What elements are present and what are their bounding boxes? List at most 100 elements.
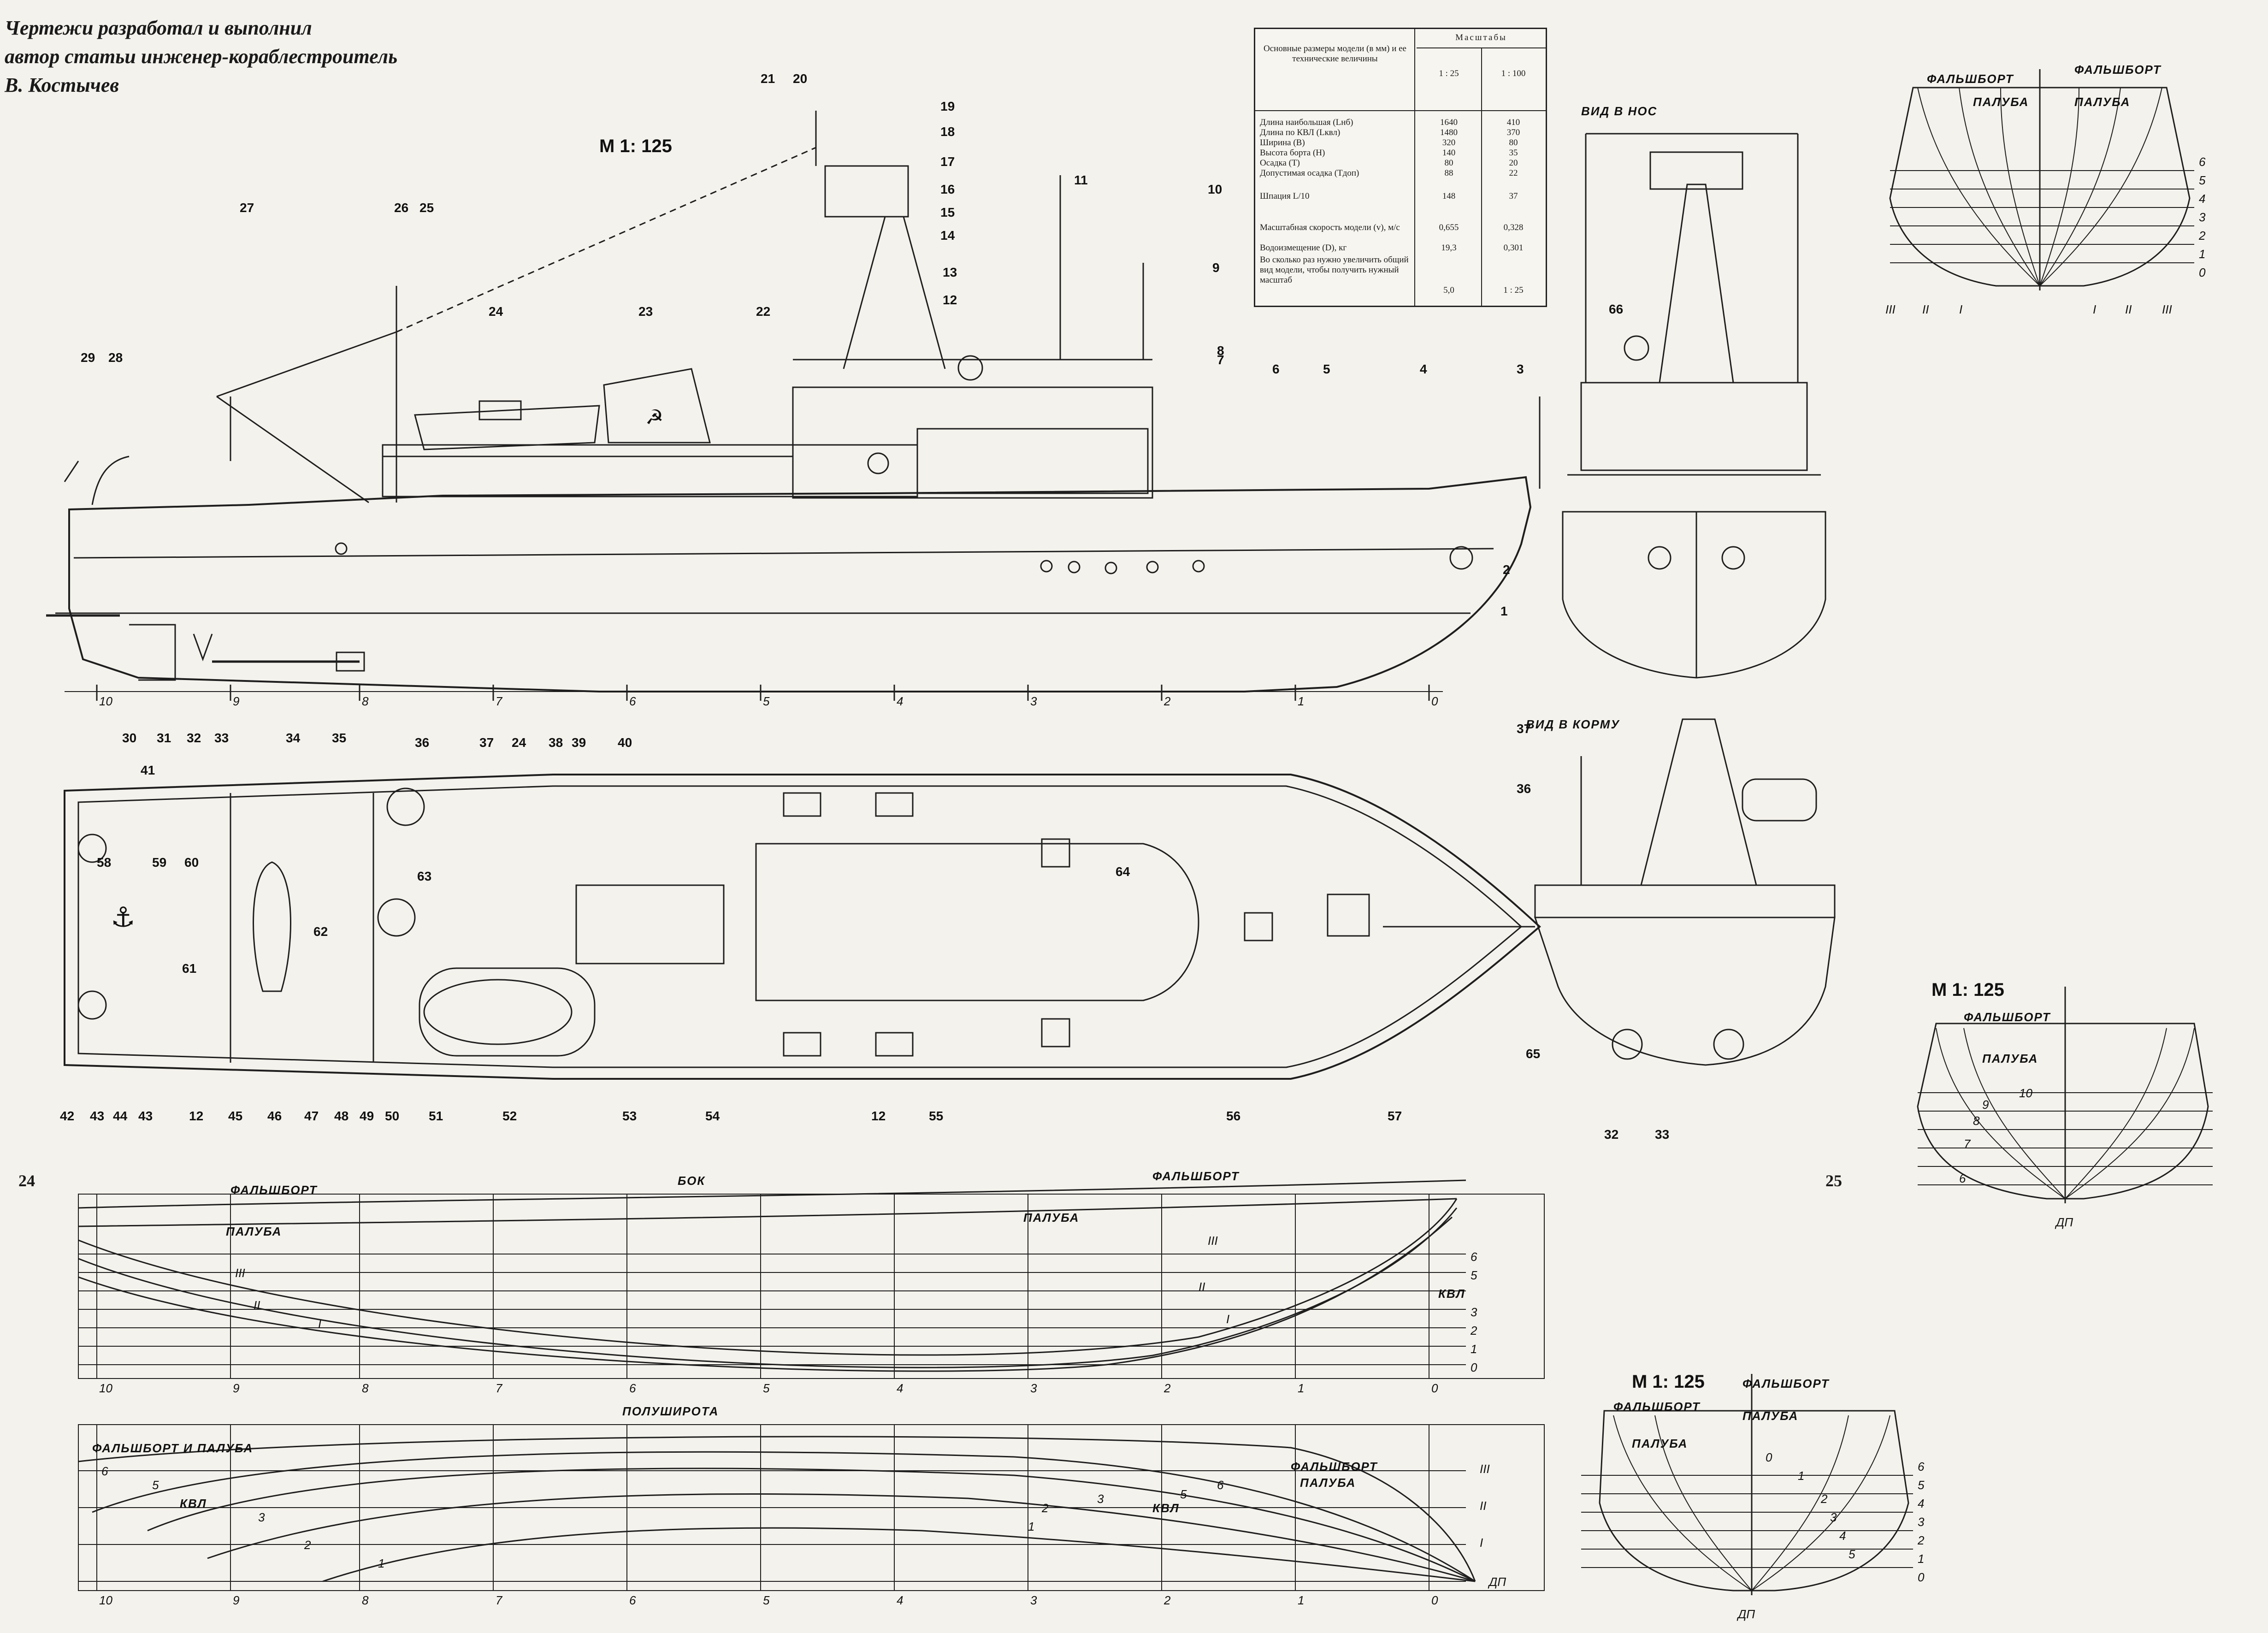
- svg-text:20: 20: [793, 71, 807, 86]
- svg-text:33: 33: [1655, 1127, 1669, 1142]
- svg-text:3: 3: [2199, 210, 2206, 224]
- antenna-wire: [396, 147, 816, 333]
- hammer-sickle-icon: ☭: [645, 406, 663, 429]
- bridge-house: [792, 386, 1153, 499]
- body-plan-bottom: М 1: 125 ФАЛЬШБОРТ ФАЛЬШБОРТ ПАЛУБА ПАЛУ…: [1581, 1372, 1925, 1621]
- svg-text:18: 18: [940, 124, 955, 139]
- svg-text:2: 2: [1503, 562, 1510, 577]
- svg-text:26: 26: [394, 201, 408, 215]
- waterline-labels: 01 23 45 6: [2198, 155, 2206, 279]
- lines-side: БОК ФАЛЬШБОРТ ФАЛЬШБОРТ: [78, 1169, 1545, 1395]
- svg-text:64: 64: [1116, 864, 1130, 879]
- svg-text:16: 16: [940, 182, 955, 196]
- svg-text:2: 2: [1470, 1324, 1477, 1337]
- svg-text:58: 58: [97, 855, 111, 870]
- svg-text:27: 27: [240, 201, 254, 215]
- svg-text:59: 59: [152, 855, 166, 870]
- svg-text:10: 10: [99, 1381, 112, 1395]
- svg-text:44: 44: [113, 1109, 128, 1123]
- svg-text:3: 3: [258, 1510, 265, 1524]
- svg-text:4: 4: [897, 694, 903, 708]
- svg-text:36: 36: [415, 735, 429, 750]
- svg-text:2: 2: [1164, 1381, 1171, 1395]
- waterline-6: [92, 1451, 1476, 1582]
- svg-text:42: 42: [60, 1109, 74, 1123]
- svg-text:2: 2: [304, 1538, 311, 1552]
- bow-hull: [1562, 511, 1826, 679]
- vent-box: [783, 1032, 821, 1057]
- svg-text:4: 4: [897, 1593, 903, 1607]
- svg-text:III: III: [235, 1266, 245, 1280]
- svg-text:4: 4: [1420, 362, 1427, 376]
- svg-text:II: II: [1922, 302, 1929, 316]
- svg-text:37: 37: [479, 735, 494, 750]
- svg-text:12: 12: [871, 1109, 886, 1123]
- label-waterline: КВЛ: [1152, 1501, 1180, 1515]
- svg-text:1: 1: [1471, 1342, 1477, 1356]
- svg-text:15: 15: [940, 205, 955, 219]
- lines-half-breadth: ПОЛУШИРОТА ФАЛЬШБОРТ И ПАЛУБА ФАЛЬШБОРТ: [78, 1404, 1545, 1607]
- svg-text:6: 6: [101, 1464, 108, 1478]
- svg-text:37: 37: [1517, 722, 1531, 736]
- credit-line-1: Чертежи разработал и выполнил: [5, 17, 312, 39]
- bollard-icon: [77, 834, 107, 863]
- svg-text:1: 1: [1918, 1552, 1924, 1566]
- svg-text:0: 0: [1766, 1450, 1772, 1464]
- bow-mast: [1659, 183, 1734, 383]
- body-plan-sections: [1613, 1415, 1890, 1591]
- porthole-icon: [1068, 561, 1081, 574]
- svg-text:9: 9: [233, 694, 239, 708]
- svg-text:5: 5: [1471, 1268, 1477, 1282]
- stern-transom: [1534, 884, 1836, 918]
- svg-text:8: 8: [362, 1381, 369, 1395]
- svg-text:13: 13: [943, 265, 957, 279]
- svg-text:3: 3: [1918, 1515, 1925, 1529]
- credit-line-2: автор статьи инженер-кораблестроитель: [5, 45, 398, 68]
- stern-hull: [1534, 917, 1836, 1066]
- label-deck: ПАЛУБА: [2074, 95, 2130, 109]
- ensign-staff: [64, 461, 79, 482]
- svg-text:I: I: [318, 1317, 321, 1331]
- svg-text:10: 10: [99, 694, 112, 708]
- svg-text:24: 24: [489, 304, 503, 319]
- svg-text:17: 17: [940, 154, 955, 169]
- svg-text:III: III: [1208, 1234, 1218, 1248]
- anchor-icon: ⚓: [111, 902, 136, 933]
- porthole-icon: [1146, 561, 1159, 574]
- label-waterline: КВЛ: [1438, 1287, 1465, 1301]
- svg-text:9: 9: [233, 1381, 239, 1395]
- svg-text:60: 60: [184, 855, 199, 870]
- svg-text:8: 8: [1973, 1114, 1980, 1128]
- svg-text:23: 23: [638, 304, 653, 319]
- waterline-2: [207, 1493, 1476, 1582]
- svg-text:1: 1: [1298, 1381, 1304, 1395]
- svg-text:1: 1: [1798, 1469, 1804, 1483]
- svg-text:I: I: [1959, 302, 1962, 316]
- derrick-boom: [216, 331, 397, 397]
- svg-text:I: I: [1480, 1536, 1483, 1550]
- svg-text:35: 35: [332, 731, 346, 745]
- propeller-icon: [1713, 1029, 1744, 1060]
- svg-text:6: 6: [1471, 1250, 1477, 1264]
- svg-text:3: 3: [1471, 1305, 1477, 1319]
- sheer-stripe: [73, 548, 1494, 559]
- table-divider: [1481, 47, 1482, 306]
- stern-boat: [1742, 778, 1817, 822]
- section-labels: 67 89 10: [1959, 1086, 2032, 1185]
- svg-text:10: 10: [99, 1593, 112, 1607]
- label-deck: ПАЛУБА: [1982, 1052, 2038, 1065]
- stern-view-title: ВИД В КОРМУ: [1526, 717, 1620, 731]
- svg-text:0: 0: [1431, 694, 1438, 708]
- grating: [1041, 1018, 1070, 1047]
- svg-text:10: 10: [1208, 182, 1222, 196]
- body-plan-top: ФАЛЬШБОРТ ФАЛЬШБОРТ ПАЛУБА ПАЛУБА 01 23 …: [1885, 63, 2206, 316]
- svg-text:65: 65: [1526, 1047, 1540, 1061]
- station-ticks-profile: [96, 685, 1430, 701]
- callouts-stern: 37 36 65 32 33: [1517, 722, 1669, 1142]
- svg-text:46: 46: [267, 1109, 282, 1123]
- svg-text:28: 28: [108, 350, 123, 365]
- bulwark-line: [78, 1179, 1466, 1209]
- waterline-1: [322, 1527, 1476, 1582]
